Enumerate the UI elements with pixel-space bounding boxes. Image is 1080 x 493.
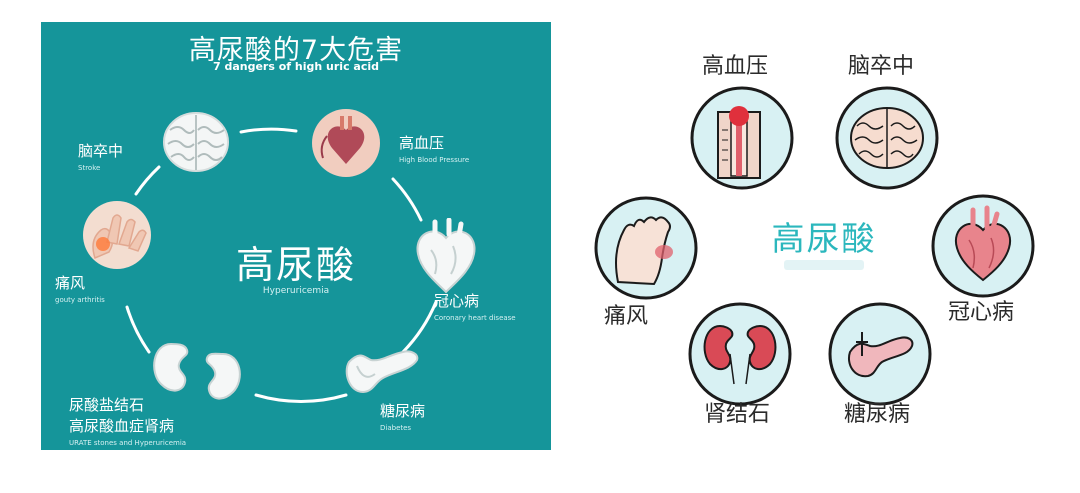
- heart-icon: [416, 218, 476, 294]
- node-gout-cn: 痛风: [55, 274, 86, 292]
- kidney-icon: [153, 342, 241, 400]
- node-gout-en: gouty arthritis: [55, 296, 105, 304]
- node-diabetes: 糖尿病 Diabetes: [380, 400, 425, 432]
- r-label-diabetes: 糖尿病: [844, 402, 911, 427]
- node-hypertension-en: High Blood Pressure: [399, 156, 470, 164]
- r-center-title: 高尿酸: [771, 219, 877, 258]
- foot-icon: [594, 196, 698, 300]
- left-subtitle: 7 dangers of high uric acid: [212, 60, 380, 73]
- r-label-coronary: 冠心病: [948, 300, 1015, 325]
- node-urate-cn2: 高尿酸血症肾病: [69, 417, 175, 435]
- node-diabetes-en: Diabetes: [380, 424, 412, 432]
- cycle-ring: [125, 127, 438, 403]
- node-gout: 痛风 gouty arthritis: [55, 272, 105, 304]
- kidney-icon: [688, 302, 792, 406]
- foot-icon: [83, 201, 151, 269]
- r-label-gout: 痛风: [604, 304, 649, 329]
- node-coronary-cn: 冠心病: [434, 292, 480, 310]
- r-label-kidney-stone: 肾结石: [704, 402, 771, 427]
- r-label-stroke: 脑卒中: [848, 54, 915, 79]
- node-hypertension: 高血压 High Blood Pressure: [399, 132, 469, 164]
- node-coronary-en: Coronary heart disease: [434, 314, 516, 322]
- r-label-hypertension: 高血压: [702, 54, 769, 79]
- node-urate-en: URATE stones and Hyperuricemia: [69, 439, 187, 447]
- node-stroke-en: Stroke: [78, 164, 101, 172]
- node-urate-cn1: 尿酸盐结石: [69, 396, 145, 414]
- node-coronary: 冠心病 Coronary heart disease: [434, 290, 516, 322]
- r-center-underline: [784, 260, 864, 270]
- node-stroke: 脑卒中 Stroke: [78, 140, 123, 172]
- brain-icon: [835, 86, 939, 190]
- heart-icon: [931, 194, 1035, 298]
- node-diabetes-cn: 糖尿病: [380, 402, 426, 420]
- center-title-en: Hyperuricemia: [262, 286, 330, 296]
- heart-anatomy-icon: [312, 109, 380, 177]
- node-urate: 尿酸盐结石 高尿酸血症肾病 URATE stones and Hyperuric…: [69, 394, 186, 447]
- node-stroke-cn: 脑卒中: [78, 142, 124, 160]
- thermometer-icon: [690, 86, 794, 190]
- pancreas-icon: [828, 302, 932, 406]
- left-infographic-panel: 高尿酸的7大危害 7 dangers of high uric acid 脑卒中…: [41, 22, 551, 450]
- brain-icon: [163, 112, 229, 172]
- right-infographic-panel: 高血压 脑卒中 痛风 高尿酸 冠心病: [572, 22, 1072, 450]
- node-hypertension-cn: 高血压: [399, 134, 445, 152]
- pancreas-icon: [345, 350, 419, 394]
- center-title-cn: 高尿酸: [235, 243, 356, 287]
- left-title: 高尿酸的7大危害: [188, 35, 404, 66]
